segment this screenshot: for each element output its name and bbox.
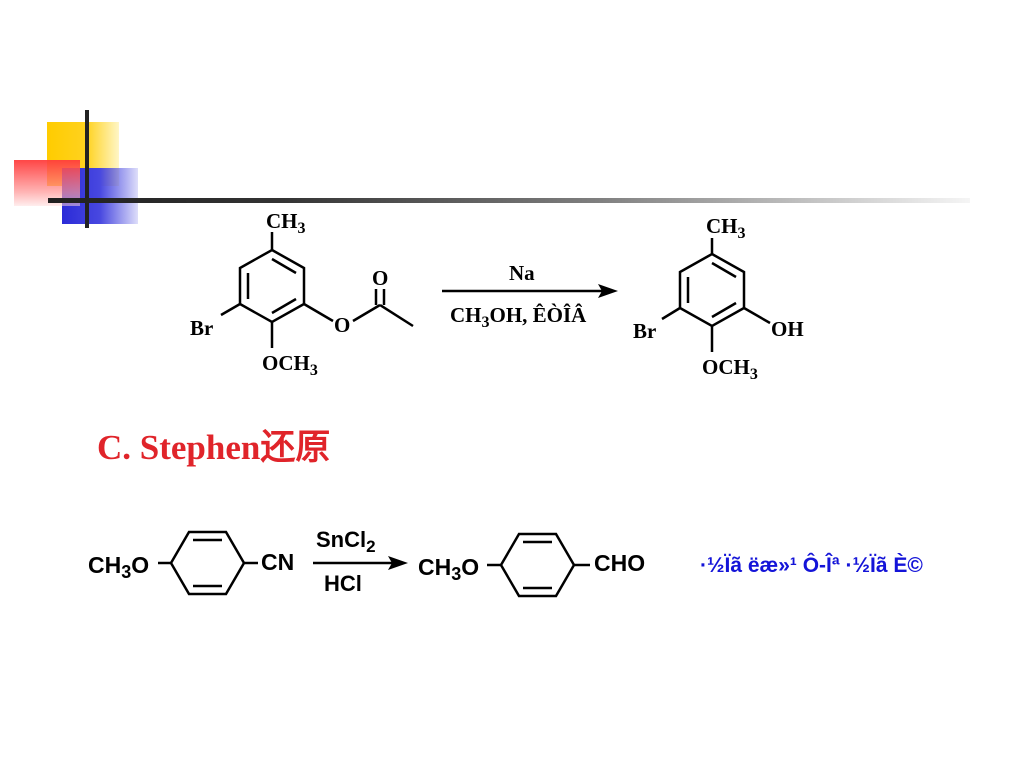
garbled-annotation: ·½Ïã ëæ»¹ Ô-Îª ·½Ïã È© bbox=[700, 554, 923, 577]
prod2-benzene-ring bbox=[487, 532, 590, 598]
reaction-1-arrow bbox=[442, 284, 618, 298]
sm1-benzene-ring bbox=[238, 248, 306, 324]
sm2-cn-label: CN bbox=[261, 549, 294, 575]
prod1-br-label: Br bbox=[633, 319, 656, 343]
prod1-ch3-label: CH3 bbox=[706, 214, 746, 242]
prod1-oh-label: OH bbox=[771, 317, 804, 341]
prod1-substituent-bonds bbox=[661, 238, 771, 352]
sm1-substituent-bonds bbox=[220, 232, 414, 348]
prod2-cho-label: CHO bbox=[594, 550, 645, 576]
decor-horizontal-rule bbox=[48, 198, 970, 203]
sm1-ester-o-label: O bbox=[334, 313, 350, 337]
sm1-ch3-label: CH3 bbox=[266, 209, 306, 237]
section-title: C. Stephen还原 bbox=[97, 428, 331, 467]
reaction-1-scheme: CH3 O O Br OCH3 Na CH3OH, ÊÒÎÂ CH3 Br OH… bbox=[190, 209, 804, 383]
reaction-1-reagent-na: Na bbox=[509, 261, 535, 285]
prod2-ch3o-label: CH3O bbox=[418, 554, 479, 584]
decor-vertical-line bbox=[85, 110, 89, 228]
reaction-2-scheme: CH3O CN SnCl2 HCl CH3O CHO bbox=[88, 527, 645, 598]
reaction-1-conditions: CH3OH, ÊÒÎÂ bbox=[450, 303, 587, 331]
sm1-carbonyl-o-label: O bbox=[372, 266, 388, 290]
reaction-2-reagent-bottom: HCl bbox=[324, 571, 362, 596]
sm2-benzene-ring bbox=[158, 530, 258, 596]
prod1-benzene-ring bbox=[678, 252, 746, 328]
prod1-och3-label: OCH3 bbox=[702, 355, 758, 383]
reaction-2-reagent-top: SnCl2 bbox=[316, 527, 376, 556]
sm1-br-label: Br bbox=[190, 316, 213, 340]
reaction-2-arrow bbox=[313, 556, 408, 570]
sm1-och3-label: OCH3 bbox=[262, 351, 318, 379]
sm2-ch3o-label: CH3O bbox=[88, 552, 149, 582]
